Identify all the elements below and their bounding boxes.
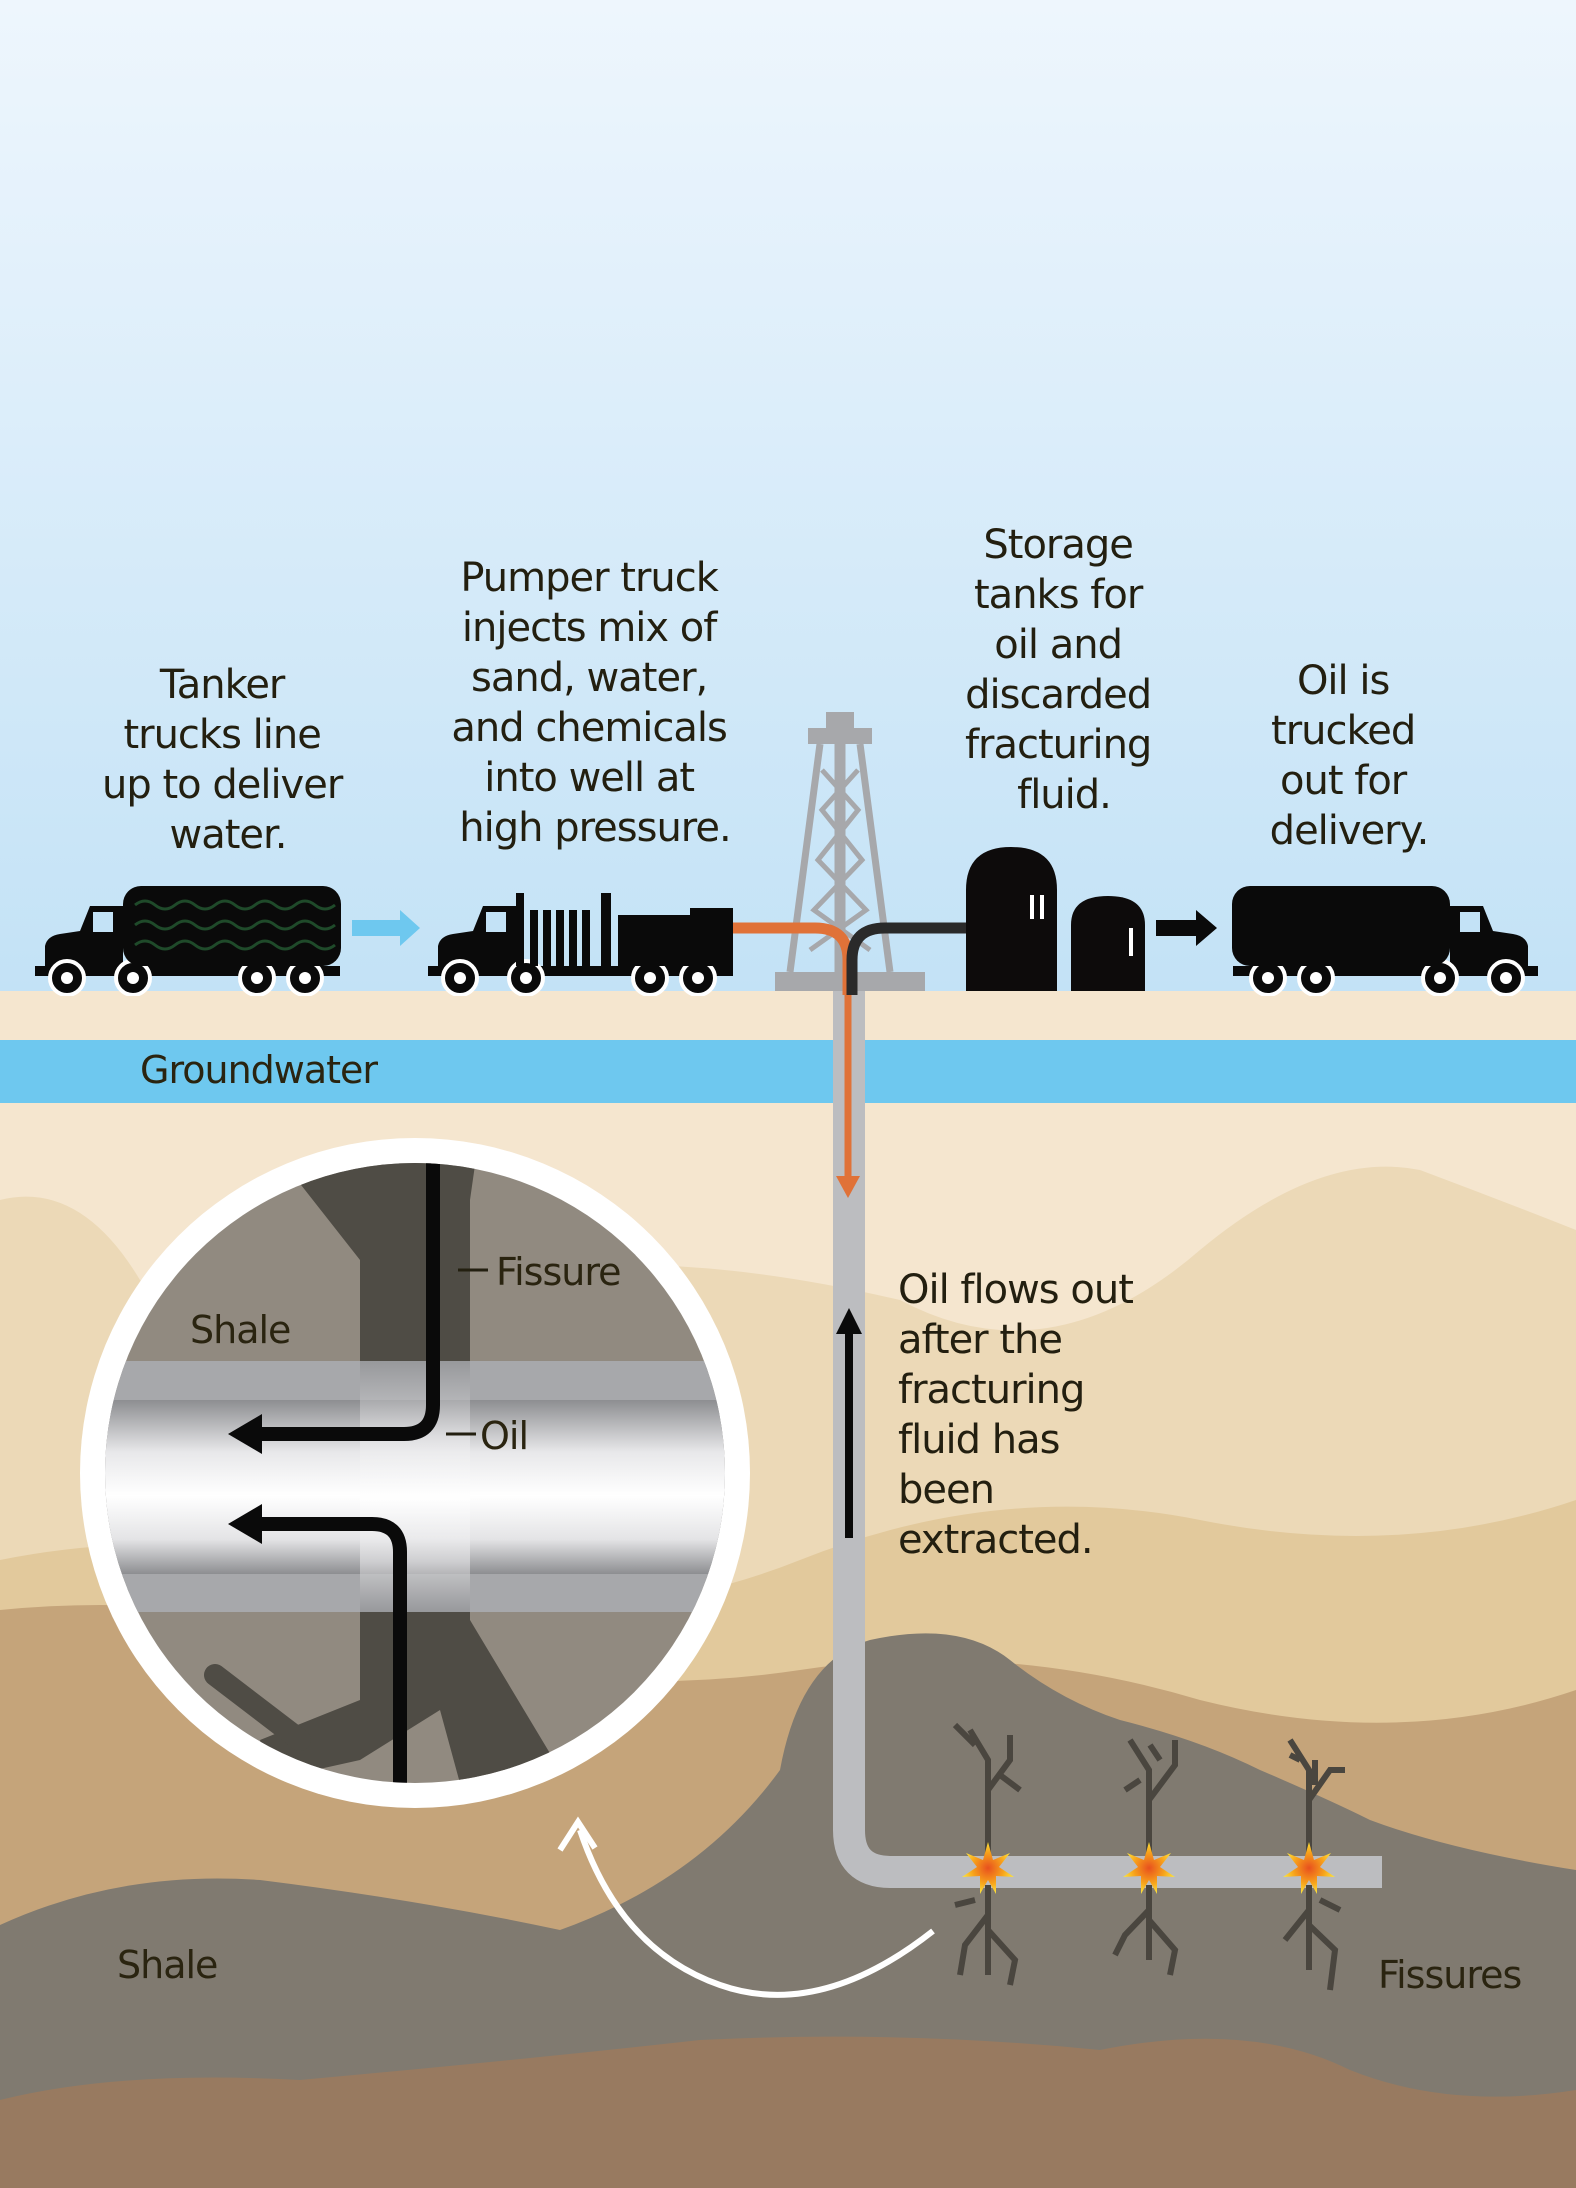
explosion-icon	[1283, 1842, 1335, 1894]
oil-left-arrow-icon	[228, 1414, 262, 1454]
shale-inset-label: Shale	[190, 1308, 290, 1352]
tanker-truck	[35, 886, 342, 996]
caption-oil-flows: Oil flows out after the fracturing fluid…	[898, 1267, 1145, 1563]
explosion-icon	[1123, 1842, 1175, 1894]
return-pipe	[846, 922, 966, 995]
bedrock-layer	[0, 2036, 1576, 2188]
oil-up-arrow-icon	[836, 1308, 862, 1334]
storage-tanks	[966, 847, 1145, 991]
sky	[0, 0, 1576, 991]
caption-delivery: Oil is trucked out for delivery.	[1270, 658, 1429, 854]
fissures-group	[952, 1722, 1345, 1991]
callout-arrowhead-icon	[557, 1816, 598, 1852]
zoom-callout-arrow	[577, 1829, 935, 1998]
caption-pumper: Pumper truck injects mix of sand, water,…	[451, 555, 738, 851]
delivery-truck	[1231, 886, 1538, 996]
fissure-inset-label: Fissure	[496, 1250, 621, 1294]
water-delivery-arrow-icon	[352, 910, 420, 946]
fluid-down-arrow-icon	[836, 1176, 860, 1198]
pumper-truck	[428, 893, 735, 996]
fissure-1	[952, 1722, 1022, 1986]
fissures-label: Fissures	[1378, 1953, 1521, 1997]
oil-left-arrow-icon	[228, 1504, 262, 1544]
delivery-arrow-icon	[1156, 910, 1217, 946]
explosion-icon	[962, 1842, 1014, 1894]
groundwater-label: Groundwater	[140, 1048, 378, 1092]
fissure-2	[1112, 1738, 1179, 1976]
caption-storage: Storage tanks for oil and discarded frac…	[965, 522, 1163, 818]
wellbore-pipe	[833, 991, 1382, 1888]
fissure-3	[1282, 1738, 1345, 1991]
inset-magnifier	[105, 1163, 725, 1783]
shale-label: Shale	[117, 1943, 217, 1987]
explosion-icons	[962, 1842, 1335, 1894]
caption-tanker: Tanker trucks line up to deliver water.	[102, 662, 354, 858]
groundwater-layer	[0, 1040, 1576, 1103]
oil-inset-label: Oil	[480, 1414, 528, 1458]
